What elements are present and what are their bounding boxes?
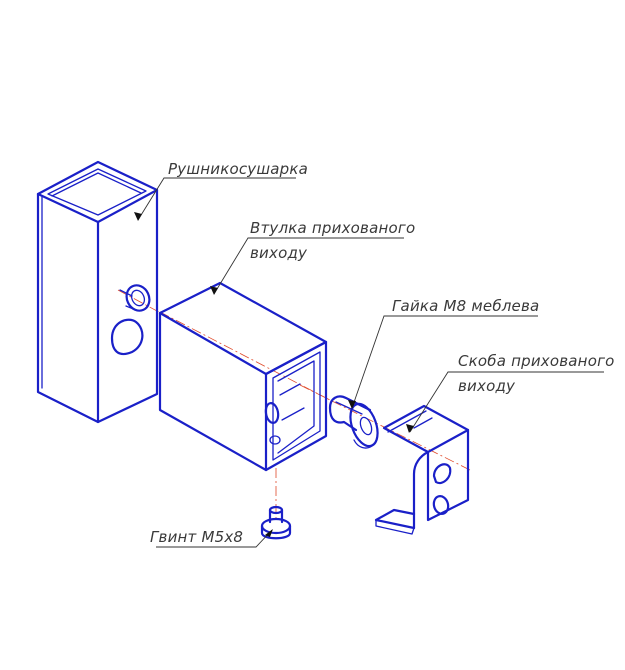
label-screw: Гвинт М5х8 <box>150 528 244 546</box>
leader-towel-dryer <box>134 177 296 221</box>
label-bracket-line1: Скоба прихованого <box>458 352 615 370</box>
towel-dryer-tube <box>36 160 159 424</box>
label-bracket-line2: виходу <box>458 377 516 395</box>
leader-bushing <box>210 237 404 295</box>
label-bushing-line1: Втулка прихованого <box>250 219 416 237</box>
label-nut: Гайка М8 меблева <box>392 297 540 315</box>
center-axis-line <box>117 289 471 471</box>
label-bushing-line2: виходу <box>250 244 308 262</box>
screw-m5x8 <box>260 505 292 540</box>
label-towel-dryer: Рушникосушарка <box>168 160 309 178</box>
leader-nut <box>348 315 538 409</box>
tube-oval-slot <box>110 318 144 356</box>
tube-round-hole <box>119 284 151 312</box>
hidden-outlet-bushing <box>158 281 328 472</box>
furniture-nut-m8 <box>328 395 379 449</box>
hidden-outlet-bracket <box>374 404 470 535</box>
leader-screw <box>156 529 273 548</box>
leader-bracket <box>406 371 604 433</box>
